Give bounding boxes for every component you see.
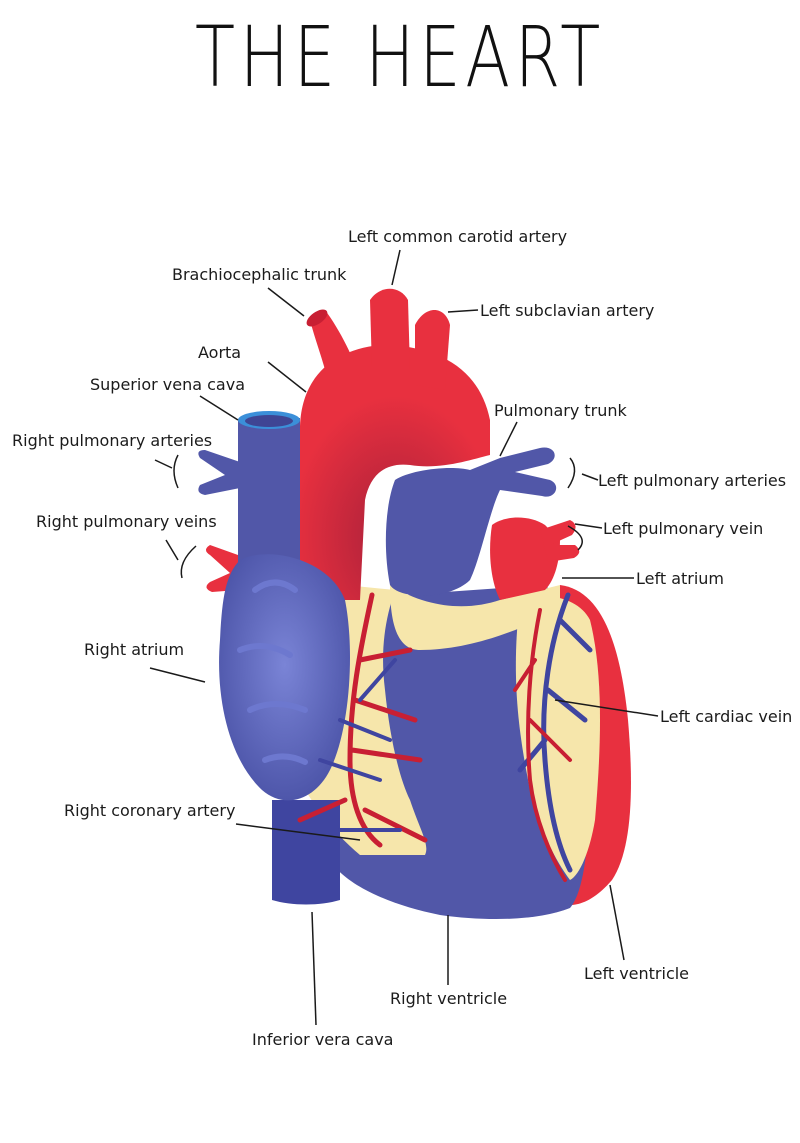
- left-cardiac-vein-shape: [517, 592, 593, 873]
- label-right-ventricle: Right ventricle: [390, 989, 508, 1008]
- superior-vena-cava-inner: [245, 415, 293, 427]
- leader-left-pulmonary-arteries: [567, 457, 599, 489]
- aortic-arch-shape: [300, 345, 490, 600]
- brachiocephalic-opening: [306, 309, 328, 327]
- label-left-ventricle: Left ventricle: [584, 964, 690, 983]
- label-left-subclavian-artery: Left subclavian artery: [480, 301, 655, 320]
- superior-vena-cava-shape: [238, 418, 300, 575]
- label-left-atrium: Left atrium: [636, 569, 725, 588]
- leader-aorta: [267, 361, 307, 393]
- left-coronary-artery-shape: [513, 608, 572, 882]
- leader-left-subclavian: [447, 309, 479, 313]
- leader-brachiocephalic: [267, 287, 305, 317]
- right-pulmonary-arteries-shape: [198, 450, 240, 495]
- left-subclavian-shape: [415, 310, 450, 390]
- right-atrium-lobes: [237, 579, 308, 765]
- page-title: THE HEART: [195, 8, 605, 106]
- label-left-cardiac-vein: Left cardiac vein: [660, 707, 793, 726]
- left-pulmonary-vein-shape: [540, 520, 580, 562]
- leader-right-pulmonary-arteries: [154, 454, 179, 489]
- label-right-atrium: Right atrium: [84, 640, 185, 659]
- label-left-pulmonary-arteries: Left pulmonary arteries: [598, 471, 787, 490]
- leader-inferior-vena-cava: [311, 911, 317, 1026]
- label-inferior-vena-cava: Inferior vera cava: [252, 1030, 394, 1049]
- label-superior-vena-cava: Superior vena cava: [90, 375, 245, 394]
- label-pulmonary-trunk: Pulmonary trunk: [494, 401, 627, 420]
- label-brachiocephalic-trunk: Brachiocephalic trunk: [172, 265, 347, 284]
- label-right-coronary-artery: Right coronary artery: [64, 801, 236, 820]
- leader-left-cardiac-vein: [554, 699, 659, 717]
- label-right-pulmonary-veins: Right pulmonary veins: [36, 512, 217, 531]
- leader-left-pulmonary-vein: [567, 523, 603, 551]
- brachiocephalic-trunk-shape: [310, 310, 360, 390]
- leader-superior-vena-cava: [199, 395, 239, 421]
- leader-left-common-carotid: [391, 249, 401, 286]
- fat-top-shape: [390, 585, 560, 650]
- leader-right-coronary-artery: [235, 823, 361, 841]
- leader-right-pulmonary-veins: [165, 539, 197, 579]
- leader-left-ventricle: [609, 884, 625, 961]
- pulmonary-trunk-shape: [385, 447, 557, 596]
- label-left-pulmonary-vein: Left pulmonary vein: [603, 519, 764, 538]
- right-coronary-vein-shape: [318, 658, 402, 832]
- right-coronary-artery-shape: [297, 592, 428, 848]
- label-left-common-carotid-artery: Left common carotid artery: [348, 227, 568, 246]
- label-aorta: Aorta: [198, 343, 242, 362]
- leader-right-atrium: [149, 667, 206, 683]
- right-atrium-shape: [219, 554, 350, 801]
- label-right-pulmonary-arteries: Right pulmonary arteries: [12, 431, 213, 450]
- leader-lines: [149, 249, 659, 1026]
- leader-pulmonary-trunk: [499, 421, 518, 457]
- left-common-carotid-shape: [370, 288, 410, 370]
- inferior-vena-cava-shape: [272, 800, 340, 905]
